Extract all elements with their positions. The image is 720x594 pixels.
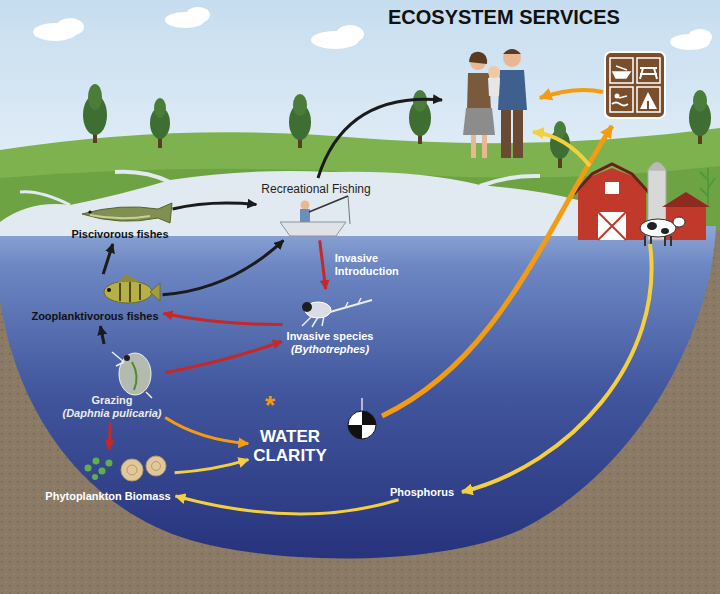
recreation-sign (605, 52, 665, 118)
flow-arrow (163, 240, 284, 294)
farm (574, 162, 715, 246)
node-text: WATER CLARITY (253, 428, 327, 465)
node-text: Recreational Fishing (261, 182, 370, 196)
trees (83, 84, 711, 168)
flow-arrow (165, 418, 248, 444)
node-label: Grazing(Daphnia pulicaria) (60, 346, 163, 420)
flow-arrow (164, 314, 283, 325)
hills (0, 128, 720, 245)
node-label: Piscivorous fishes (69, 202, 170, 241)
edge-label: Invasive Introduction (335, 252, 399, 277)
node-label: Phosphorus (388, 486, 456, 499)
fishing-boat (280, 196, 350, 236)
node-text: Phosphorus (390, 486, 454, 499)
family (463, 49, 527, 158)
pike-fish (82, 203, 172, 223)
node-text: Zooplanktivorous fishes (31, 310, 158, 323)
node-text: (Daphnia pulicaria) (62, 407, 161, 420)
node-text: (Bythotrephes) (287, 343, 374, 356)
flow-arrow (320, 240, 326, 289)
flow-arrow (175, 460, 249, 473)
lake-water (0, 226, 716, 558)
node-text: Invasive species (287, 330, 374, 343)
perch-fish (104, 274, 160, 303)
flow-arrow (173, 203, 257, 209)
node-text: Grazing (62, 394, 161, 407)
flow-arrow (176, 496, 399, 514)
diagram-title: ECOSYSTEM SERVICES (388, 6, 620, 29)
phytoplankton (85, 456, 167, 481)
node-label: Phytoplankton Biomass (43, 452, 172, 503)
sky (0, 0, 720, 245)
node-label: Invasive species(Bythotrephes) (285, 292, 376, 356)
node-text: Phytoplankton Biomass (45, 490, 170, 503)
clouds (33, 7, 712, 50)
flow-arrow (165, 341, 281, 372)
node-label: Recreational Fishing (259, 182, 372, 238)
flow-arrow (100, 326, 104, 344)
service-arrows (318, 90, 652, 492)
daphnia (112, 352, 152, 398)
flow-arrow (103, 244, 113, 274)
node-text: Piscivorous fishes (71, 228, 168, 241)
secchi-disk (348, 398, 376, 439)
lake-surface (0, 171, 578, 236)
note-mark: * (265, 392, 275, 418)
node-label: Zooplanktivorous fishes (29, 276, 160, 323)
node-label: WATER CLARITY (251, 428, 329, 465)
flow-arrow (109, 422, 110, 449)
bythotrephes (302, 298, 372, 327)
